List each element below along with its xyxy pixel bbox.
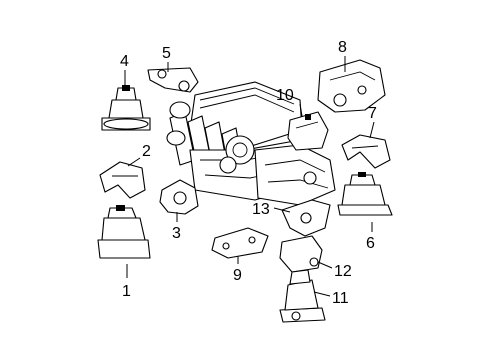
callout-6: 6: [366, 235, 375, 252]
leader-lines: [124, 56, 375, 297]
callout-10: 10: [276, 87, 294, 104]
callout-2: 2: [142, 143, 151, 160]
bracket-part-2: [99, 161, 146, 199]
mount-part-1: [97, 205, 151, 259]
mount-part-6: [337, 172, 393, 216]
callout-3: 3: [172, 225, 181, 242]
callout-12: 12: [334, 263, 352, 280]
callout-5: 5: [162, 45, 171, 62]
engine-assembly: [166, 81, 336, 206]
plate-part-9: [211, 227, 269, 259]
callout-8: 8: [338, 39, 347, 56]
mount-part-11: [279, 269, 326, 323]
bracket-part-13: [281, 199, 331, 237]
mount-part-10: [287, 111, 329, 151]
callout-7: 7: [368, 105, 377, 122]
mount-part-3: [159, 179, 199, 215]
callout-4: 4: [120, 53, 129, 70]
mount-part-4: [101, 85, 151, 131]
callout-13: 13: [252, 201, 270, 218]
callout-labels: 4 5 8 10 7 2 13 3 6 9 12 1 11: [120, 39, 377, 307]
mount-part-12: [279, 235, 323, 273]
bracket-part-5: [147, 67, 199, 93]
bracket-part-7: [341, 134, 391, 169]
callout-9: 9: [233, 267, 242, 284]
bracket-part-8: [317, 59, 386, 113]
callout-1: 1: [122, 283, 131, 300]
callout-11: 11: [332, 290, 349, 307]
